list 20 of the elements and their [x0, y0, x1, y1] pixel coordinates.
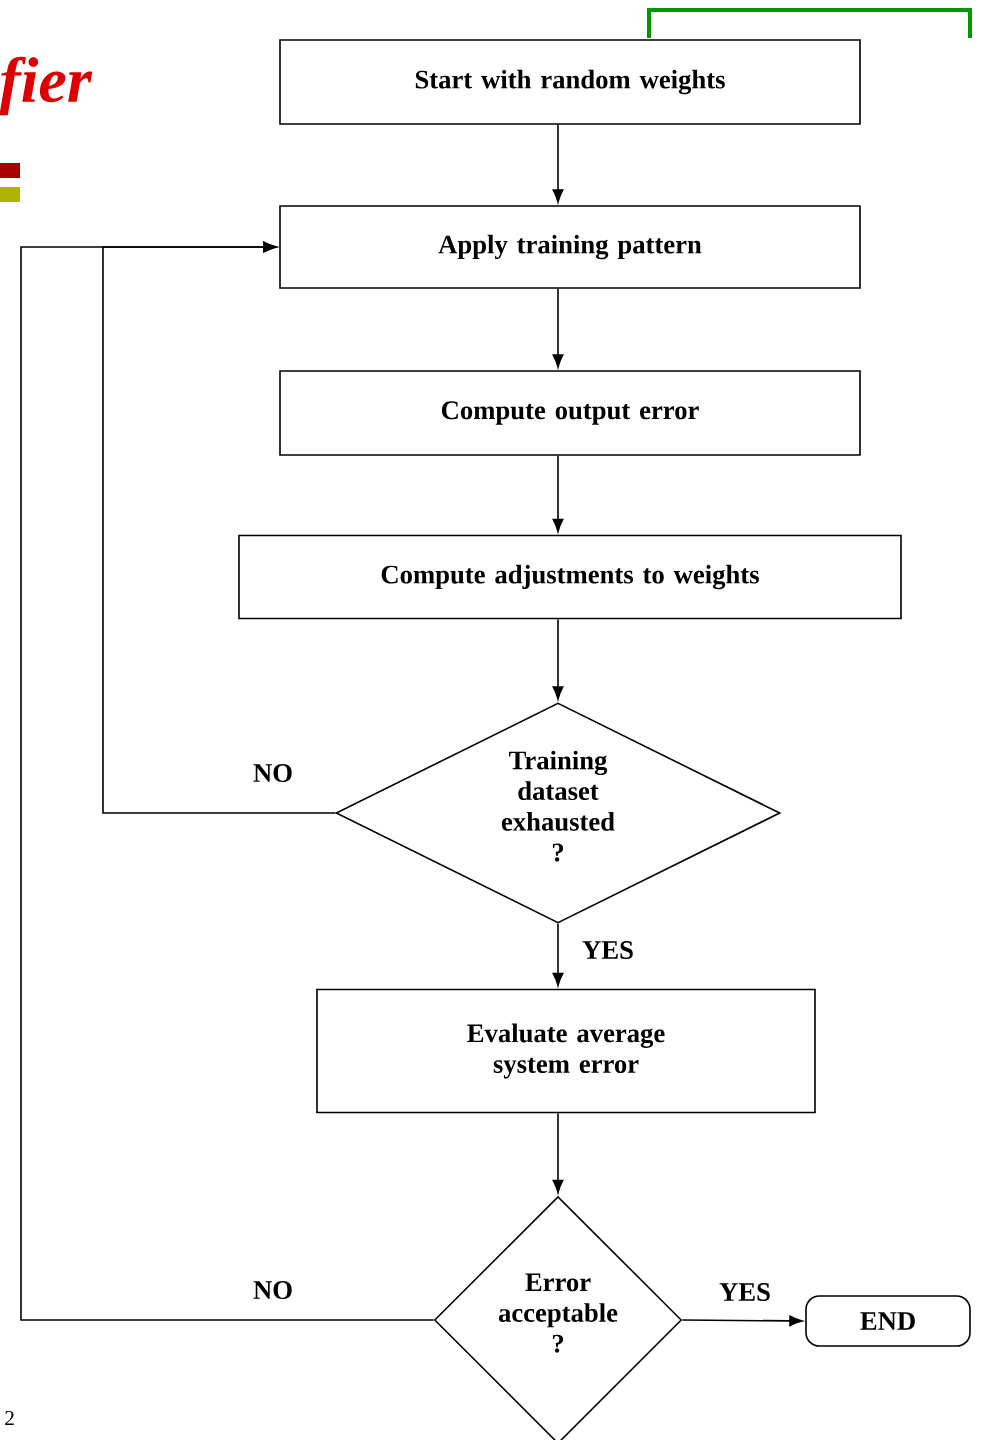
arrow — [552, 1112, 564, 1194]
arrow — [552, 288, 564, 368]
arrow — [552, 455, 564, 533]
process-box: Evaluate average system error — [316, 988, 816, 1114]
terminal-box: END — [805, 1295, 971, 1347]
arrow — [681, 1315, 803, 1327]
process-box: Apply training pattern — [279, 205, 861, 289]
process-box: Compute adjustments to weights — [238, 534, 902, 620]
edge-label: YES — [717, 1281, 773, 1303]
arrow — [552, 923, 564, 987]
process-box: Compute output error — [279, 370, 861, 456]
edge-label: NO — [251, 1279, 295, 1301]
arrow — [552, 124, 564, 203]
edge-label: NO — [251, 762, 295, 784]
arrow — [552, 618, 564, 700]
edge-label: YES — [580, 939, 636, 961]
process-box: Start with random weights — [279, 39, 861, 125]
slide-title: fier — [0, 56, 93, 116]
arrow — [20, 241, 435, 1321]
page-number: 2 — [5, 1410, 14, 1426]
